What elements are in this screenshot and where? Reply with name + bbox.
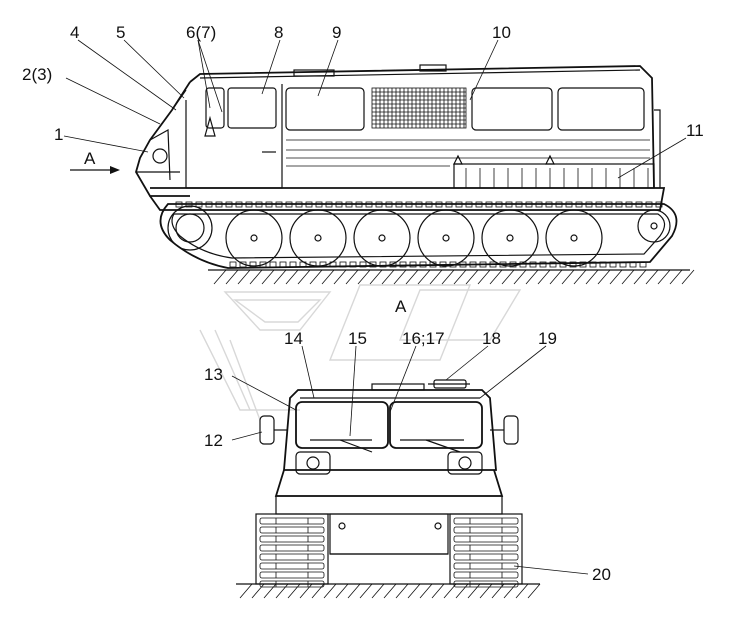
body-window-1	[285, 87, 365, 131]
storage-boxes	[453, 163, 655, 189]
idler-wheel	[637, 209, 671, 243]
callout-15: 15	[348, 329, 367, 348]
road-wheel	[481, 209, 539, 267]
side-view	[135, 64, 666, 211]
windshield-right	[389, 401, 483, 449]
callout-19: 19	[538, 329, 557, 348]
body-window-3	[557, 87, 645, 131]
headlight-left	[295, 451, 331, 475]
road-wheel	[353, 209, 411, 267]
callout-13: 13	[204, 365, 223, 384]
road-wheel	[289, 209, 347, 267]
callout-20: 20	[592, 565, 611, 584]
watermark	[199, 284, 522, 421]
side-track	[159, 201, 678, 269]
callout-6: 6(7)	[186, 23, 216, 42]
front-track	[449, 513, 523, 588]
headlight-side	[152, 148, 168, 164]
view-arrow: A	[70, 149, 120, 174]
callout-12: 12	[204, 431, 223, 450]
leaders	[63, 39, 687, 575]
callout-11: 11	[686, 121, 704, 140]
front-hull	[329, 513, 449, 555]
roof-hatch	[293, 69, 335, 77]
side-ground	[208, 269, 695, 285]
drive-sprocket	[167, 205, 213, 251]
view-title: A	[395, 297, 407, 316]
body-window-2	[471, 87, 553, 131]
road-wheel	[225, 209, 283, 267]
front-track	[255, 513, 329, 588]
front-ground	[236, 583, 541, 599]
callout-4: 4	[70, 23, 79, 42]
callout-10: 10	[492, 23, 511, 42]
road-wheel	[545, 209, 603, 267]
roof-hatch-front	[371, 383, 425, 391]
callout-16: 16;17	[402, 329, 445, 348]
callout-1: 1	[54, 125, 63, 144]
roof-vent	[419, 64, 447, 72]
view-arrow-label: A	[84, 149, 96, 168]
callout-8: 8	[274, 23, 283, 42]
callout-2: 2(3)	[22, 65, 52, 84]
road-wheel	[417, 209, 475, 267]
door-window-vent	[205, 87, 225, 129]
headlight-right	[447, 451, 483, 475]
front-view	[255, 379, 523, 588]
mirror-left	[259, 415, 275, 445]
callout-labels: 1 2(3) 4 5 6(7) 8 9 10 11 12 13 14 15 16…	[22, 23, 704, 584]
mirror-right	[503, 415, 519, 445]
callout-5: 5	[116, 23, 125, 42]
callout-9: 9	[332, 23, 341, 42]
windshield-left	[295, 401, 389, 449]
door-window	[227, 87, 277, 129]
callout-14: 14	[284, 329, 303, 348]
callout-18: 18	[482, 329, 501, 348]
